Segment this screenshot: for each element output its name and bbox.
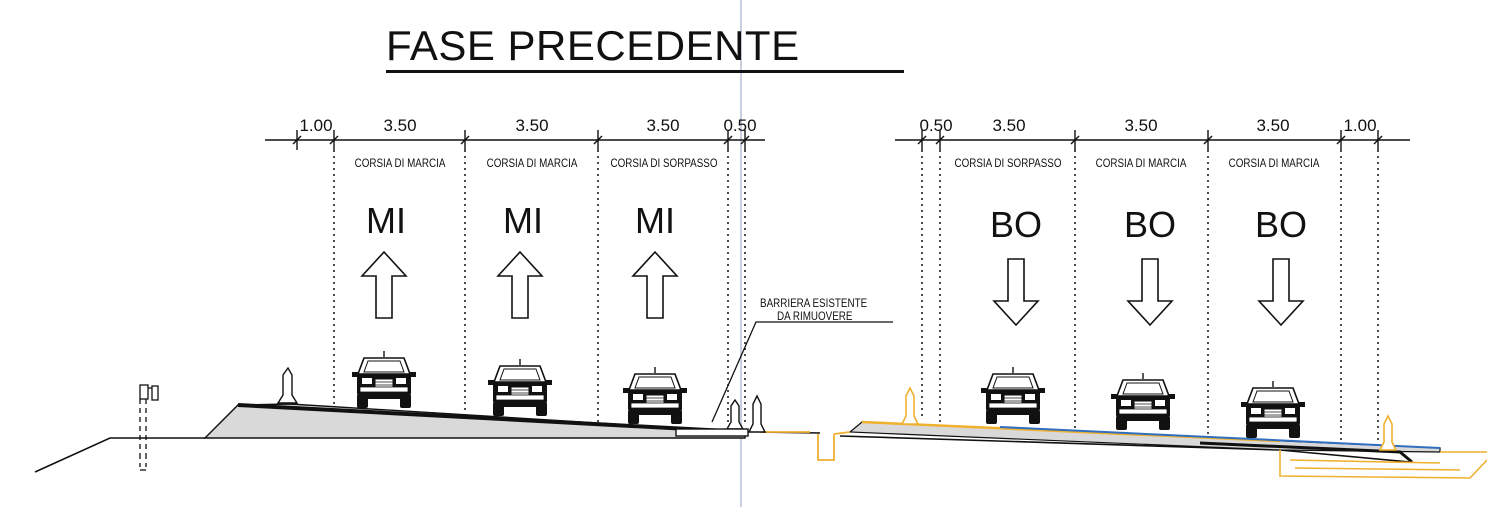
dimension-label: 3.50 (383, 116, 417, 135)
dimension-label: 0.50 (723, 116, 757, 135)
left-pavement-top (237, 403, 746, 434)
direction-label: MI (366, 200, 406, 241)
right-pavement (848, 421, 1441, 453)
direction-label: BO (1254, 204, 1308, 245)
car-icon (1110, 372, 1176, 431)
car-icon (1240, 380, 1306, 439)
right-pavement-blue-top (999, 426, 1441, 449)
car-icon (487, 358, 553, 417)
barrier-left-edge (276, 366, 299, 404)
right-pavement-black-top (1199, 441, 1413, 464)
lane-label: CORSIA DI MARCIA (486, 156, 578, 170)
title-underline (386, 70, 904, 73)
dimension-label: 3.50 (515, 116, 549, 135)
down-arrow-icon (1257, 258, 1305, 327)
dimension-label: 3.50 (646, 116, 680, 135)
page-title: FASE PRECEDENTE (386, 22, 800, 69)
direction-label: MI (635, 200, 675, 241)
dimension-label: 3.50 (1256, 116, 1290, 135)
road-sign-post (139, 384, 159, 471)
car-icon (351, 350, 417, 409)
dimension-label: 1.00 (299, 116, 333, 135)
lane-divider-lines (333, 150, 1379, 445)
up-arrow-icon (631, 250, 679, 319)
direction-label: BO (989, 204, 1043, 245)
dimension-label: 3.50 (1124, 116, 1158, 135)
lane-label: CORSIA DI MARCIA (354, 156, 446, 170)
direction-label: BO (1123, 204, 1177, 245)
up-arrow-icon (496, 250, 544, 319)
down-arrow-icon (992, 258, 1040, 327)
lane-label: CORSIA DI SORPASSO (954, 156, 1062, 170)
dimension-label: 0.50 (919, 116, 953, 135)
barrier-new-median (900, 386, 920, 425)
lane-label: CORSIA DI MARCIA (1228, 156, 1320, 170)
annotation-line-1: BARRIERA ESISTENTE (760, 296, 868, 310)
right-widening (1279, 450, 1487, 479)
barrier-median-right (747, 394, 767, 433)
down-arrow-icon (1126, 258, 1174, 327)
annotation-leader (711, 321, 893, 423)
annotation-line-2: DA RIMUOVERE (777, 309, 853, 323)
car-icon (622, 366, 688, 425)
median-drain (760, 431, 851, 461)
car-icon (980, 366, 1046, 425)
up-arrow-icon (360, 250, 408, 319)
barrier-right-edge (1378, 414, 1398, 451)
dimension-label: 3.50 (992, 116, 1026, 135)
barrier-existing-median (675, 398, 749, 437)
direction-label: MI (503, 200, 543, 241)
right-dimension-line (895, 130, 1410, 150)
lane-label: CORSIA DI SORPASSO (610, 156, 718, 170)
lane-label: CORSIA DI MARCIA (1095, 156, 1187, 170)
left-dimension-line (265, 130, 765, 150)
dimension-label: 1.00 (1343, 116, 1377, 135)
